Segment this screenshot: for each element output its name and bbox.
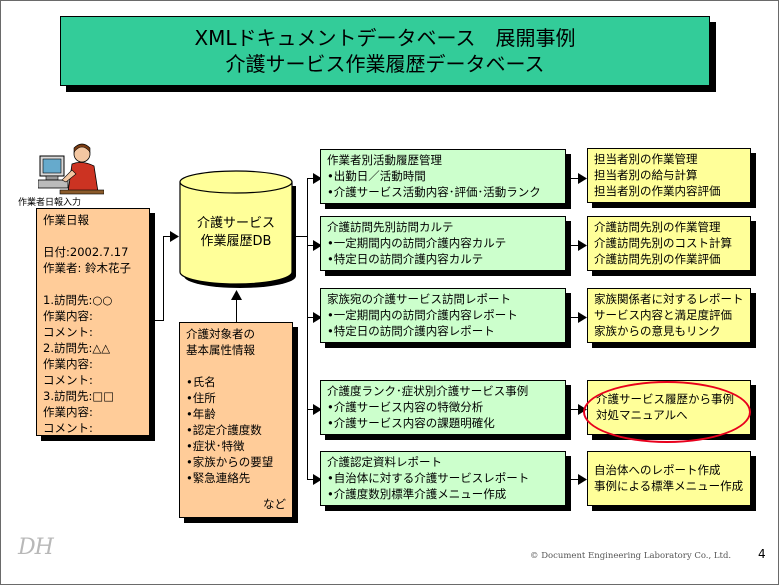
output-box-municipality: 自治体へのレポート作成 事例による標準メニュー作成 (587, 451, 751, 506)
report-box-worker-activity: 作業者別活動履歴管理 •出勤日／活動時間 •介護サービス活動内容･評価･活動ラン… (320, 149, 566, 204)
attribute-line (186, 358, 286, 374)
report-box-family-report: 家族宛の介護サービス訪問レポート •一定期間内の訪問介護内容レポート •特定日の… (320, 288, 566, 343)
connector-output (566, 317, 583, 318)
arrow-right-icon (313, 173, 322, 184)
company-logo: DH (18, 535, 54, 560)
connector-output (566, 178, 583, 179)
database-line-1: 介護サービス (196, 216, 275, 231)
report-item: •特定日の訪問介護内容カルテ (327, 252, 484, 266)
output-line: 事例による標準メニュー作成 (594, 479, 744, 493)
arrow-right-icon (578, 404, 587, 415)
output-line: 担当者別の作業内容評価 (594, 184, 721, 198)
attribute-line: 介護対象者の (186, 327, 255, 341)
arrow-right-icon (313, 240, 322, 251)
report-line: 作業内容: (43, 309, 93, 323)
output-line: 介護訪問先別のコスト計算 (594, 236, 732, 250)
report-item: •自治体に対する介護サービスレポート (327, 471, 530, 485)
worker-input-label: 作業者日報入力 (18, 198, 82, 208)
report-line: コメント: (43, 325, 93, 339)
daily-report-box: 作業日報 日付:2002.7.17 作業者: 鈴木花子 1.訪問先:○○ 作業内… (36, 208, 150, 436)
attribute-line: •認定介護度数 (186, 423, 262, 437)
attribute-line: •氏名 (186, 375, 216, 389)
report-item: •介護サービス内容の特徴分析 (327, 400, 484, 414)
attribute-line: 基本属性情報 (186, 343, 255, 357)
connector-report-vertical (163, 236, 164, 321)
slide-title: XMLドキュメントデータベース 展開事例 介護サービス作業履歴データベース (60, 16, 710, 86)
arrow-right-icon (313, 404, 322, 415)
output-line: 介護訪問先別の作業評価 (594, 252, 721, 266)
output-box-family: 家族関係者に対するレポート サービス内容と満足度評価 家族からの意見もリンク (587, 288, 751, 343)
output-line: 自治体へのレポート作成 (594, 463, 721, 477)
report-line (43, 228, 143, 244)
arrow-right-icon (170, 231, 179, 242)
arrow-right-icon (578, 474, 587, 485)
output-line: 介護訪問先別の作業管理 (594, 220, 721, 234)
report-title: 介護訪問先別訪問カルテ (327, 220, 454, 234)
report-box-visit-chart: 介護訪問先別訪問カルテ •一定期間内の訪問介護内容カルテ •特定日の訪問介護内容… (320, 216, 566, 271)
report-title: 作業者別活動履歴管理 (327, 153, 442, 167)
database-line-2: 作業履歴DB (200, 234, 272, 249)
report-line: コメント: (43, 373, 93, 387)
output-line: 担当者別の作業管理 (594, 152, 698, 166)
report-line: 作業内容: (43, 357, 93, 371)
report-item: •一定期間内の訪問介護内容レポート (327, 308, 518, 322)
output-line: サービス内容と満足度評価 (594, 308, 732, 322)
report-item: •出勤日／活動時間 (327, 169, 426, 183)
attribute-line: •緊急連絡先 (186, 471, 251, 485)
attribute-line: •年齢 (186, 407, 216, 421)
report-line: 3.訪問先:□□ (43, 389, 115, 403)
attribute-line: •住所 (186, 391, 216, 405)
report-item: •介護サービス内容の課題明確化 (327, 416, 495, 430)
report-line: 2.訪問先:△△ (43, 341, 111, 355)
page-number: 4 (758, 547, 766, 561)
output-line: 家族関係者に対するレポート (594, 292, 744, 306)
arrow-right-icon (578, 240, 587, 251)
report-item: •介護サービス活動内容･評価･活動ランク (327, 185, 541, 199)
connector-trunk (307, 178, 308, 479)
title-line-2: 介護サービス作業履歴データベース (225, 52, 545, 76)
connector-output (566, 409, 583, 410)
report-title: 介護認定資料レポート (327, 455, 442, 469)
arrow-right-icon (313, 312, 322, 323)
connector-output (566, 245, 583, 246)
attribute-line: •症状･特徴 (186, 439, 245, 453)
arrow-right-icon (578, 173, 587, 184)
report-line: コメント: (43, 421, 93, 435)
connector-attributes-to-db (236, 296, 237, 322)
report-item: •一定期間内の訪問介護内容カルテ (327, 236, 507, 250)
connector-output (566, 479, 583, 480)
arrow-up-icon (231, 290, 242, 300)
database-label: 介護サービス 作業履歴DB (180, 215, 292, 251)
report-line: 作業者: 鈴木花子 (43, 261, 132, 275)
report-title: 家族宛の介護サービス訪問レポート (327, 292, 511, 306)
report-item: •介護度数別標準介護メニュー作成 (327, 487, 507, 501)
attributes-box: 介護対象者の 基本属性情報 •氏名 •住所 •年齢 •認定介護度数 •症状･特徴… (179, 322, 293, 518)
attribute-line: •家族からの要望 (186, 455, 274, 469)
connector-report-out (150, 320, 164, 321)
report-line: 日付:2002.7.17 (43, 245, 129, 259)
connector-db-out (296, 236, 308, 237)
output-line: 担当者別の給与計算 (594, 168, 698, 182)
output-box-visit: 介護訪問先別の作業管理 介護訪問先別のコスト計算 介護訪問先別の作業評価 (587, 216, 751, 271)
arrow-right-icon (313, 474, 322, 485)
connector-report-to-db (163, 236, 176, 237)
report-title: 介護度ランク･症状別介護サービス事例 (327, 384, 529, 398)
database-cylinder-icon (179, 170, 296, 288)
copyright-text: © Document Engineering Laboratory Co., L… (530, 551, 732, 561)
highlight-ellipse (583, 381, 751, 443)
report-line: 1.訪問先:○○ (43, 293, 113, 307)
worker-at-computer-icon (38, 143, 104, 195)
title-line-1: XMLドキュメントデータベース 展開事例 (194, 26, 576, 50)
report-line: 作業日報 (43, 213, 89, 227)
report-item: •特定日の訪問介護内容レポート (327, 324, 495, 338)
report-line: 作業内容: (43, 405, 93, 419)
report-box-case-study: 介護度ランク･症状別介護サービス事例 •介護サービス内容の特徴分析 •介護サービ… (320, 380, 566, 435)
report-line (43, 276, 143, 292)
arrow-right-icon (578, 312, 587, 323)
attribute-etc: など (263, 497, 286, 511)
output-line: 家族からの意見もリンク (594, 324, 721, 338)
report-box-certification: 介護認定資料レポート •自治体に対する介護サービスレポート •介護度数別標準介護… (320, 451, 566, 506)
output-box-worker: 担当者別の作業管理 担当者別の給与計算 担当者別の作業内容評価 (587, 148, 751, 203)
